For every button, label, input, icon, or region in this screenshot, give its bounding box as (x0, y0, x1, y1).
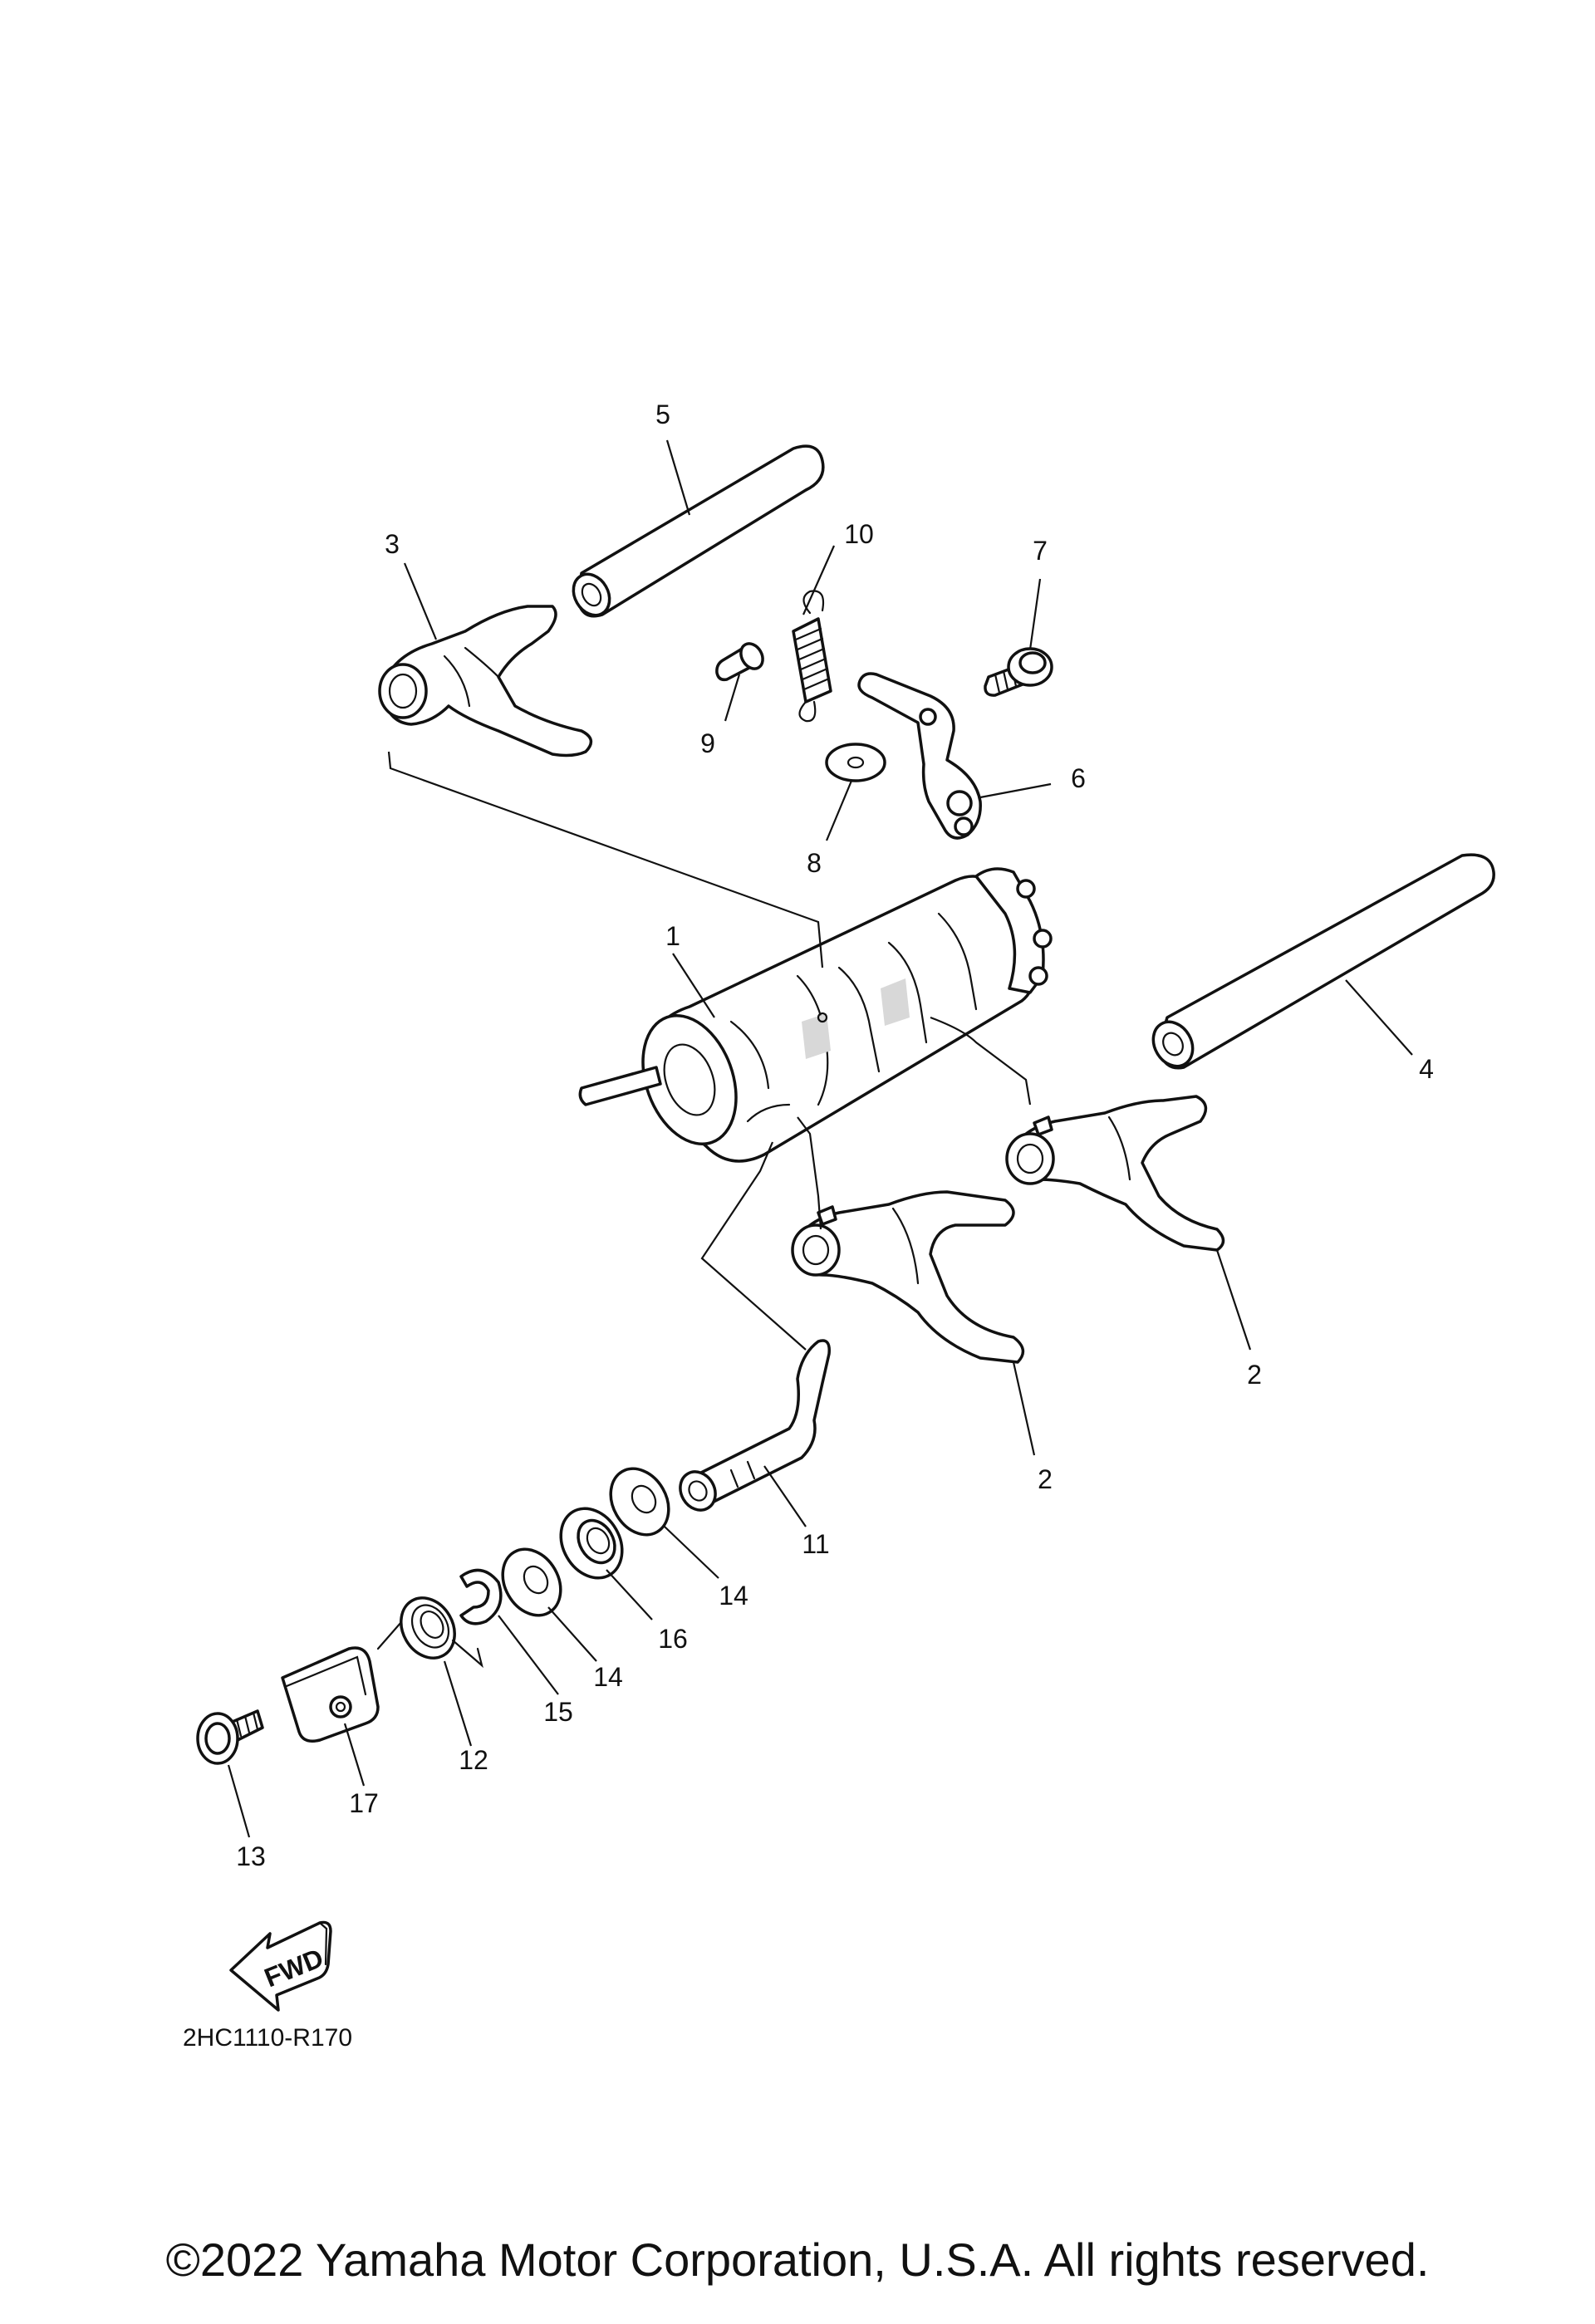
copyright-notice: ©2022 Yamaha Motor Corporation, U.S.A. A… (166, 2233, 1430, 2286)
assembly-lines (387, 751, 1032, 1351)
part-1-shift-drum (578, 867, 1053, 1163)
leader-lines (227, 439, 1413, 1838)
callout-12: 12 (459, 1745, 488, 1775)
callout-14-lower: 14 (593, 1662, 623, 1692)
callout-4: 4 (1419, 1054, 1434, 1084)
callout-15: 15 (543, 1697, 573, 1727)
part-14-washer-lower (501, 1547, 562, 1617)
callout-6: 6 (1071, 763, 1086, 793)
callout-1: 1 (665, 921, 680, 951)
callout-16: 16 (658, 1624, 688, 1654)
callout-2-right: 2 (1247, 1360, 1262, 1390)
part-11-shift-shaft (679, 1339, 831, 1512)
part-5-shift-rod-short (572, 444, 825, 618)
part-13-bolt (196, 1709, 264, 1765)
part-14-washer-upper (609, 1467, 670, 1537)
callout-8: 8 (807, 848, 822, 878)
diagram-code: 2HC1110-R170 (183, 2024, 352, 2052)
callout-2-center: 2 (1038, 1464, 1053, 1494)
callout-5: 5 (655, 400, 670, 429)
part-15-circlip (459, 1568, 503, 1625)
part-8-washer (825, 743, 886, 782)
part-6-stopper-lever (857, 672, 982, 840)
part-10-spring (792, 590, 832, 723)
part-9-bolt (715, 642, 764, 682)
part-17-bracket (281, 1646, 380, 1743)
part-16-oil-seal (559, 1507, 624, 1580)
callout-11: 11 (802, 1529, 829, 1559)
callout-14-upper: 14 (719, 1581, 748, 1611)
part-4-shift-rod-long (1151, 853, 1495, 1070)
callout-9: 9 (700, 728, 715, 758)
callout-13: 13 (236, 1841, 266, 1871)
callout-3: 3 (385, 529, 400, 559)
part-3-shift-fork (378, 605, 593, 758)
part-2-shift-fork-center (791, 1190, 1025, 1364)
callouts: 1 2 2 3 4 5 6 7 8 9 10 11 12 13 14 14 15… (236, 400, 1434, 1871)
callout-10: 10 (844, 519, 874, 549)
part-12-torsion-spring (376, 1596, 483, 1669)
callout-17: 17 (349, 1788, 379, 1818)
part-2-shift-fork-right (1005, 1095, 1225, 1252)
part-7-bolt (984, 647, 1053, 697)
callout-7: 7 (1033, 536, 1048, 566)
forward-direction-arrow: FWD (229, 1920, 332, 2012)
